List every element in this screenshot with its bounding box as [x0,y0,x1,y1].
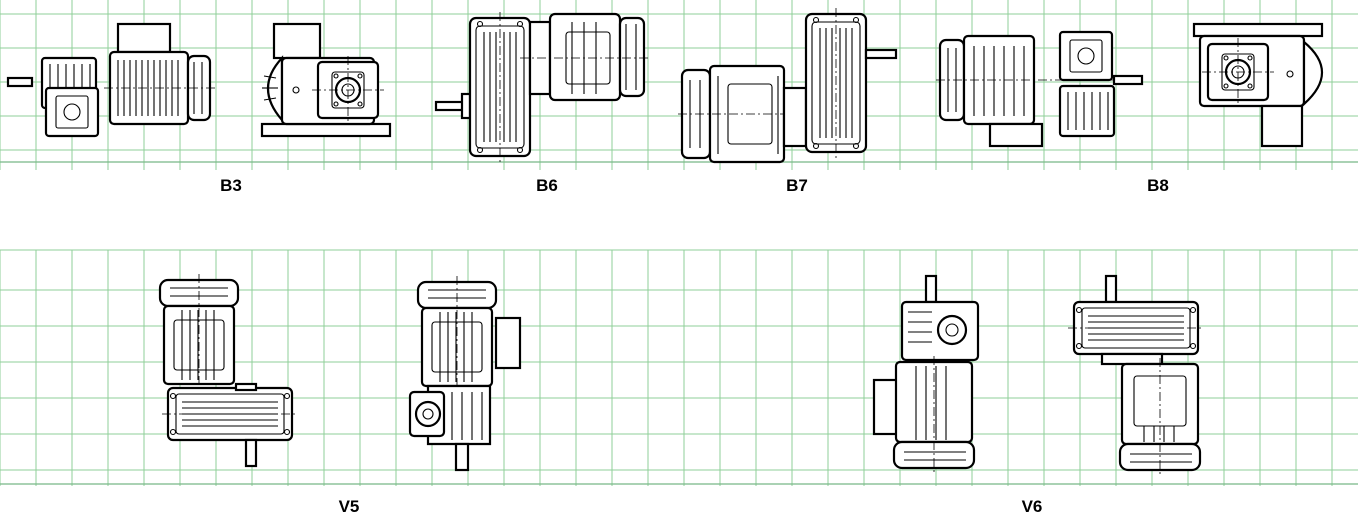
label-v6: V6 [1022,497,1043,516]
v6-front-view [1066,274,1206,476]
label-v5: V5 [339,497,360,516]
label-b7: B7 [786,176,808,195]
label-b8: B8 [1147,176,1169,195]
label-b6: B6 [536,176,558,195]
v5-side-view [158,272,300,468]
b3-side-view [6,22,218,138]
b7-view [678,6,898,164]
b8-front-view [1192,22,1324,148]
v5-front-view [408,274,522,472]
b3-front-view [260,22,392,138]
label-b3: B3 [220,176,242,195]
v6-side-view [872,274,980,474]
b8-side-view [936,30,1144,148]
b6-view [434,10,650,164]
